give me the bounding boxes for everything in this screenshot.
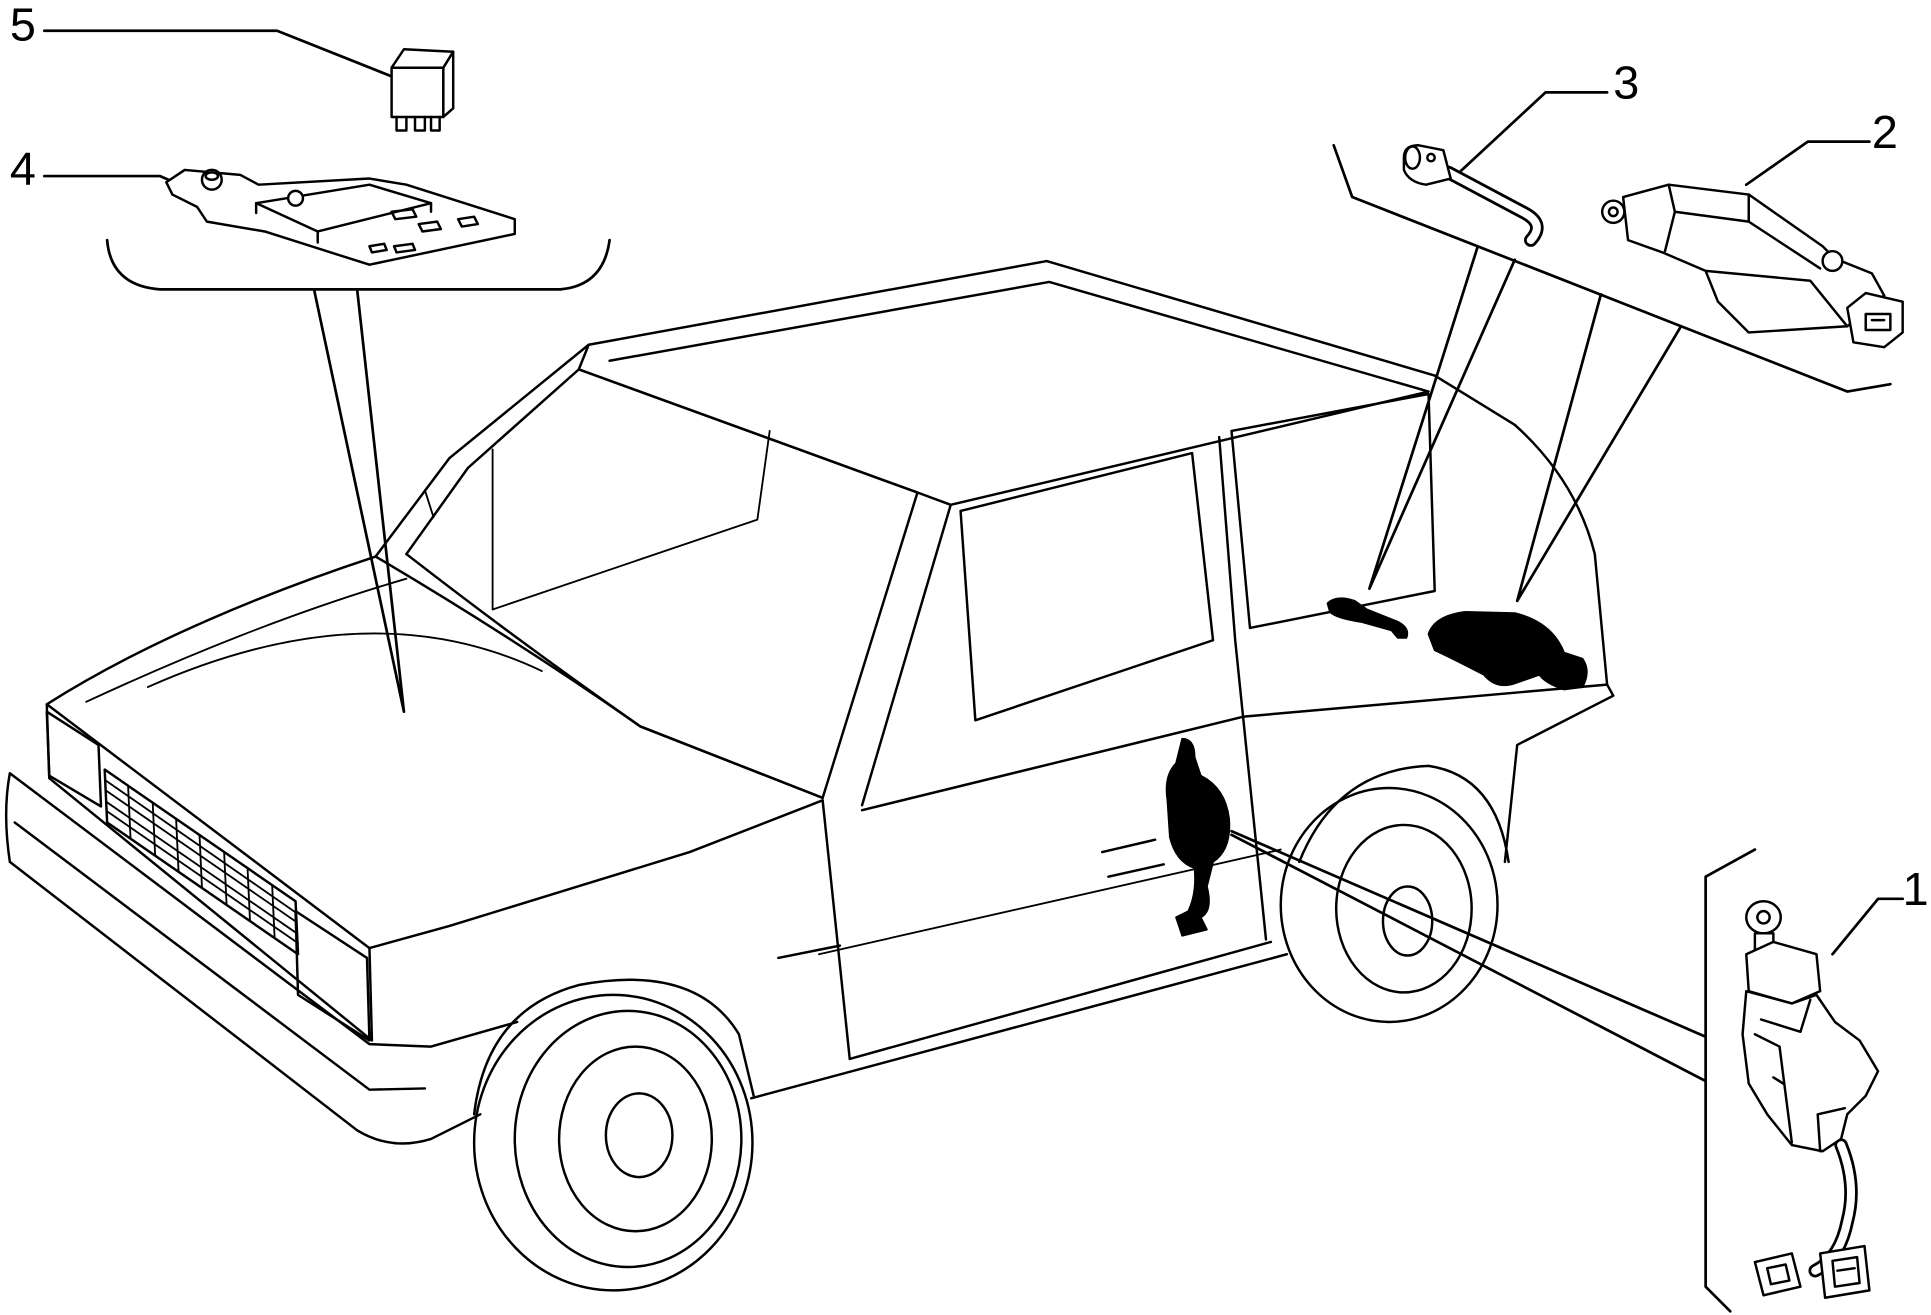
- bracket-part-4: [105, 238, 611, 714]
- part-3-in-position-silhouette: [1326, 597, 1409, 639]
- callout-label-4: 4: [10, 143, 36, 195]
- pointer-lines-part-2: [1515, 292, 1683, 603]
- part-1-eye-hole: [1756, 909, 1771, 925]
- leader-line-3: [1457, 90, 1609, 174]
- part-3-cylinder-end: [1403, 145, 1422, 170]
- hood-outline: [45, 555, 824, 950]
- roof-outline: [577, 259, 1436, 507]
- rear-rim: [1334, 823, 1473, 994]
- front-tire: [472, 993, 754, 1292]
- part-4-second-bolt: [286, 189, 305, 207]
- leader-line-5: [42, 29, 393, 78]
- callout-label-1: 1: [1903, 863, 1929, 915]
- part-1-mounting-eye: [1745, 900, 1782, 935]
- pointer-lines-part-4: [312, 287, 406, 714]
- part-1-connector-right-socket: [1831, 1255, 1861, 1288]
- part-2-mounting-eye: [1600, 199, 1626, 225]
- part-5-pins: [395, 115, 441, 132]
- part-1-in-door-silhouette: [1165, 737, 1231, 937]
- rear-tire: [1279, 786, 1499, 1024]
- hood-crease: [85, 577, 543, 703]
- part-3-pin-hole: [1426, 152, 1436, 163]
- part-1-illustration: [1741, 900, 1880, 1299]
- part-2-eye-hole: [1607, 206, 1619, 218]
- front-hub: [604, 1092, 674, 1179]
- leader-line-1: [1831, 897, 1905, 956]
- front-door-front-edge: [821, 799, 851, 1061]
- part-5-front-face: [390, 66, 445, 119]
- right-headlight: [294, 909, 371, 1042]
- bracket-part-1: [1230, 829, 1757, 1313]
- callout-label-2: 2: [1872, 106, 1898, 158]
- rear-body-outline: [1433, 374, 1615, 864]
- part-5-illustration: [390, 48, 455, 132]
- part-4-slots: [368, 208, 480, 254]
- interior-window-lines: [423, 430, 771, 611]
- beltline: [860, 683, 1609, 812]
- part-1-connector-left: [1753, 1252, 1802, 1297]
- a-pillar-left: [374, 343, 590, 558]
- part-2-knob: [1821, 249, 1844, 273]
- part-2-body: [1621, 183, 1886, 334]
- part-2-illustration: [1600, 183, 1904, 349]
- rear-door-window: [1230, 392, 1436, 630]
- part-3-cylinder: [1402, 144, 1452, 186]
- part-1-body-details: [1753, 998, 1847, 1153]
- callout-label-5: 5: [10, 0, 36, 51]
- front-door-window: [959, 451, 1215, 722]
- front-wheel-arch: [472, 978, 755, 1116]
- sill-line: [749, 953, 1289, 1100]
- part-1-main-body: [1741, 989, 1880, 1153]
- part-3-rod-fill: [1444, 168, 1541, 245]
- part-1-connector-right: [1818, 1244, 1871, 1299]
- part-3-illustration: [1402, 144, 1544, 247]
- part-2-body-ridges: [1663, 183, 1849, 328]
- front-tire-sidewall: [513, 1009, 743, 1269]
- part-4-illustration: [165, 168, 517, 266]
- part-5-side-face: [442, 50, 455, 119]
- rear-hub: [1381, 885, 1434, 957]
- pointer-lines-part-3: [1368, 244, 1517, 590]
- grille-hatch: [104, 779, 299, 945]
- part-2-in-position-silhouette: [1427, 611, 1588, 691]
- left-headlight: [45, 710, 103, 808]
- part-4-raised-edges: [254, 201, 433, 244]
- part-2-connector-socket: [1864, 312, 1892, 332]
- car-illustration: [4, 259, 1615, 1292]
- front-fascia: [45, 703, 374, 1042]
- front-wheel: [472, 993, 754, 1292]
- side-marker: [777, 944, 842, 960]
- bracket-parts-2-3: [1332, 143, 1892, 603]
- leader-line-2: [1744, 140, 1871, 187]
- part-1-connector-left-socket: [1765, 1263, 1791, 1286]
- door-handle: [1100, 838, 1166, 878]
- callout-label-3: 3: [1613, 57, 1639, 109]
- rear-wheel-arch: [1298, 764, 1510, 864]
- bracket-curve-part-4: [105, 238, 611, 291]
- b-pillar-door-seam: [1217, 435, 1268, 941]
- door-bottom-edge: [848, 940, 1273, 1061]
- grille-outline: [103, 768, 300, 956]
- a-pillar-right: [860, 503, 952, 807]
- front-rim: [557, 1045, 714, 1233]
- pointer-lines-part-1: [1230, 829, 1707, 1083]
- part-4-bolt-head: [204, 171, 220, 181]
- rear-wheel: [1279, 786, 1499, 1024]
- front-bumper: [4, 772, 519, 1145]
